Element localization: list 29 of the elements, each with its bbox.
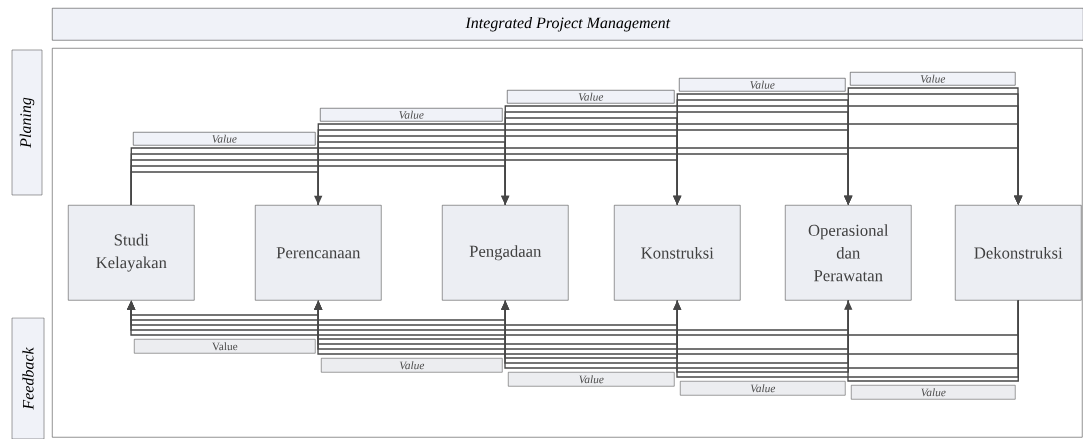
value-box: Value bbox=[680, 381, 846, 396]
value-box: Value bbox=[133, 132, 316, 146]
section-label: Feedback bbox=[11, 317, 45, 439]
arrow bbox=[130, 171, 323, 206]
arrow bbox=[127, 299, 1019, 336]
stage-box: Dekonstruksi bbox=[955, 205, 1082, 301]
arrow bbox=[317, 141, 510, 206]
arrow bbox=[676, 99, 853, 206]
section-label: Planing bbox=[11, 49, 43, 196]
value-box: Value bbox=[851, 385, 1016, 400]
arrow bbox=[314, 299, 1019, 355]
value-box: Value bbox=[320, 108, 503, 122]
stage-box: Konstruksi bbox=[614, 205, 741, 301]
arrow bbox=[844, 299, 1019, 382]
value-box: Value bbox=[507, 90, 675, 104]
arrow bbox=[847, 87, 1023, 206]
value-box: Value bbox=[850, 72, 1016, 86]
value-box: Value bbox=[679, 78, 846, 92]
arrow bbox=[501, 299, 1019, 369]
value-box: Value bbox=[134, 339, 316, 354]
value-box: Value bbox=[321, 358, 503, 373]
stage-box: Perencanaan bbox=[255, 205, 382, 301]
stage-box: Studi Kelayakan bbox=[68, 205, 195, 301]
stage-box: Operasional dan Perawatan bbox=[785, 205, 912, 301]
stage-box: Pengadaan bbox=[442, 205, 569, 301]
value-box: Value bbox=[508, 372, 675, 387]
arrow bbox=[673, 299, 1019, 378]
arrow bbox=[504, 117, 682, 206]
title-bar: Integrated Project Management bbox=[52, 8, 1083, 41]
